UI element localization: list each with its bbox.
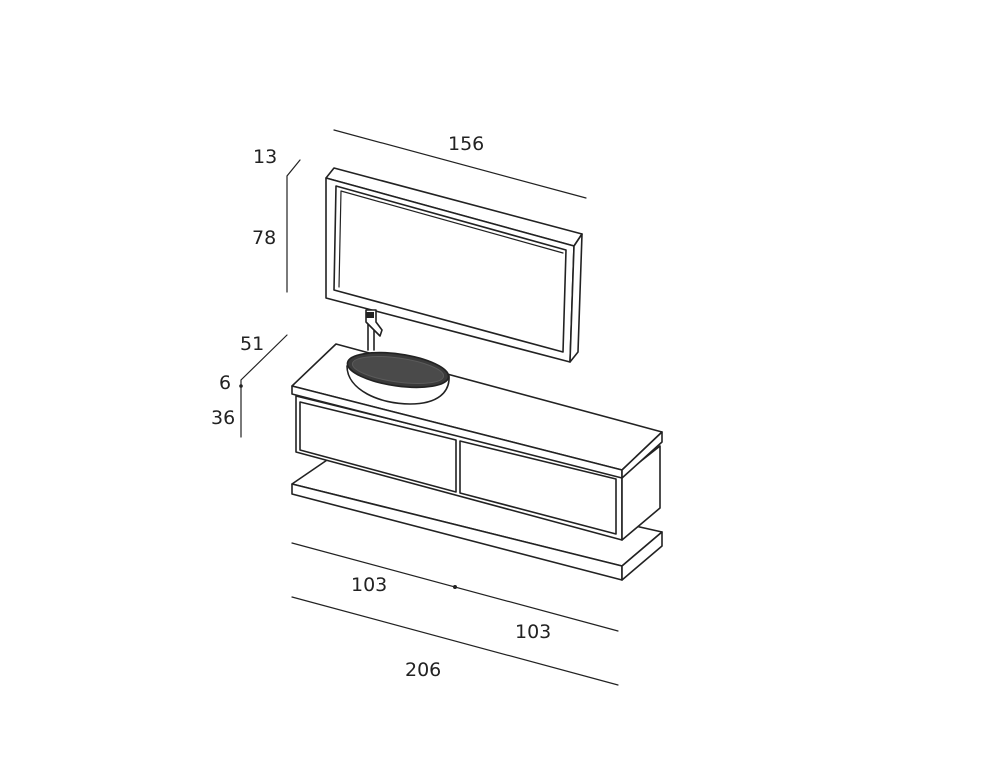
bottom-shelf-side: [621, 531, 663, 581]
mirror: [325, 167, 583, 363]
mirror-frame-side: [569, 233, 583, 363]
countertop-side: [621, 431, 663, 479]
label-mirror-width: 156: [448, 133, 484, 155]
faucet: [365, 309, 383, 351]
basin-inner: [351, 356, 445, 384]
dim-line-vanity-height: [240, 334, 288, 438]
label-top-thickness: 6: [219, 372, 231, 394]
mirror-glass-inset: [338, 190, 564, 288]
label-vanity-depth: 51: [240, 333, 264, 355]
label-cabinet-height: 36: [211, 407, 235, 429]
dim-line-mirror-height: [286, 159, 301, 293]
drawer-right: [459, 440, 617, 535]
faucet-handle: [366, 312, 374, 318]
mirror-glass: [333, 185, 567, 353]
label-right-module-width: 103: [515, 621, 551, 643]
dim-point-top: [239, 384, 243, 388]
label-total-width: 206: [405, 659, 441, 681]
dim-point-middle: [453, 585, 457, 589]
label-left-module-width: 103: [351, 574, 387, 596]
label-mirror-height: 78: [252, 227, 276, 249]
vanity: [291, 343, 663, 581]
dimension-lines: [239, 129, 619, 686]
label-mirror-depth: 13: [253, 146, 277, 168]
drawer-left: [299, 401, 457, 493]
dim-line-total-width: [291, 596, 619, 686]
dimension-labels: 156 13 78 51 6 36 103 103 206: [211, 133, 551, 681]
dim-line-mirror-width: [333, 129, 587, 199]
